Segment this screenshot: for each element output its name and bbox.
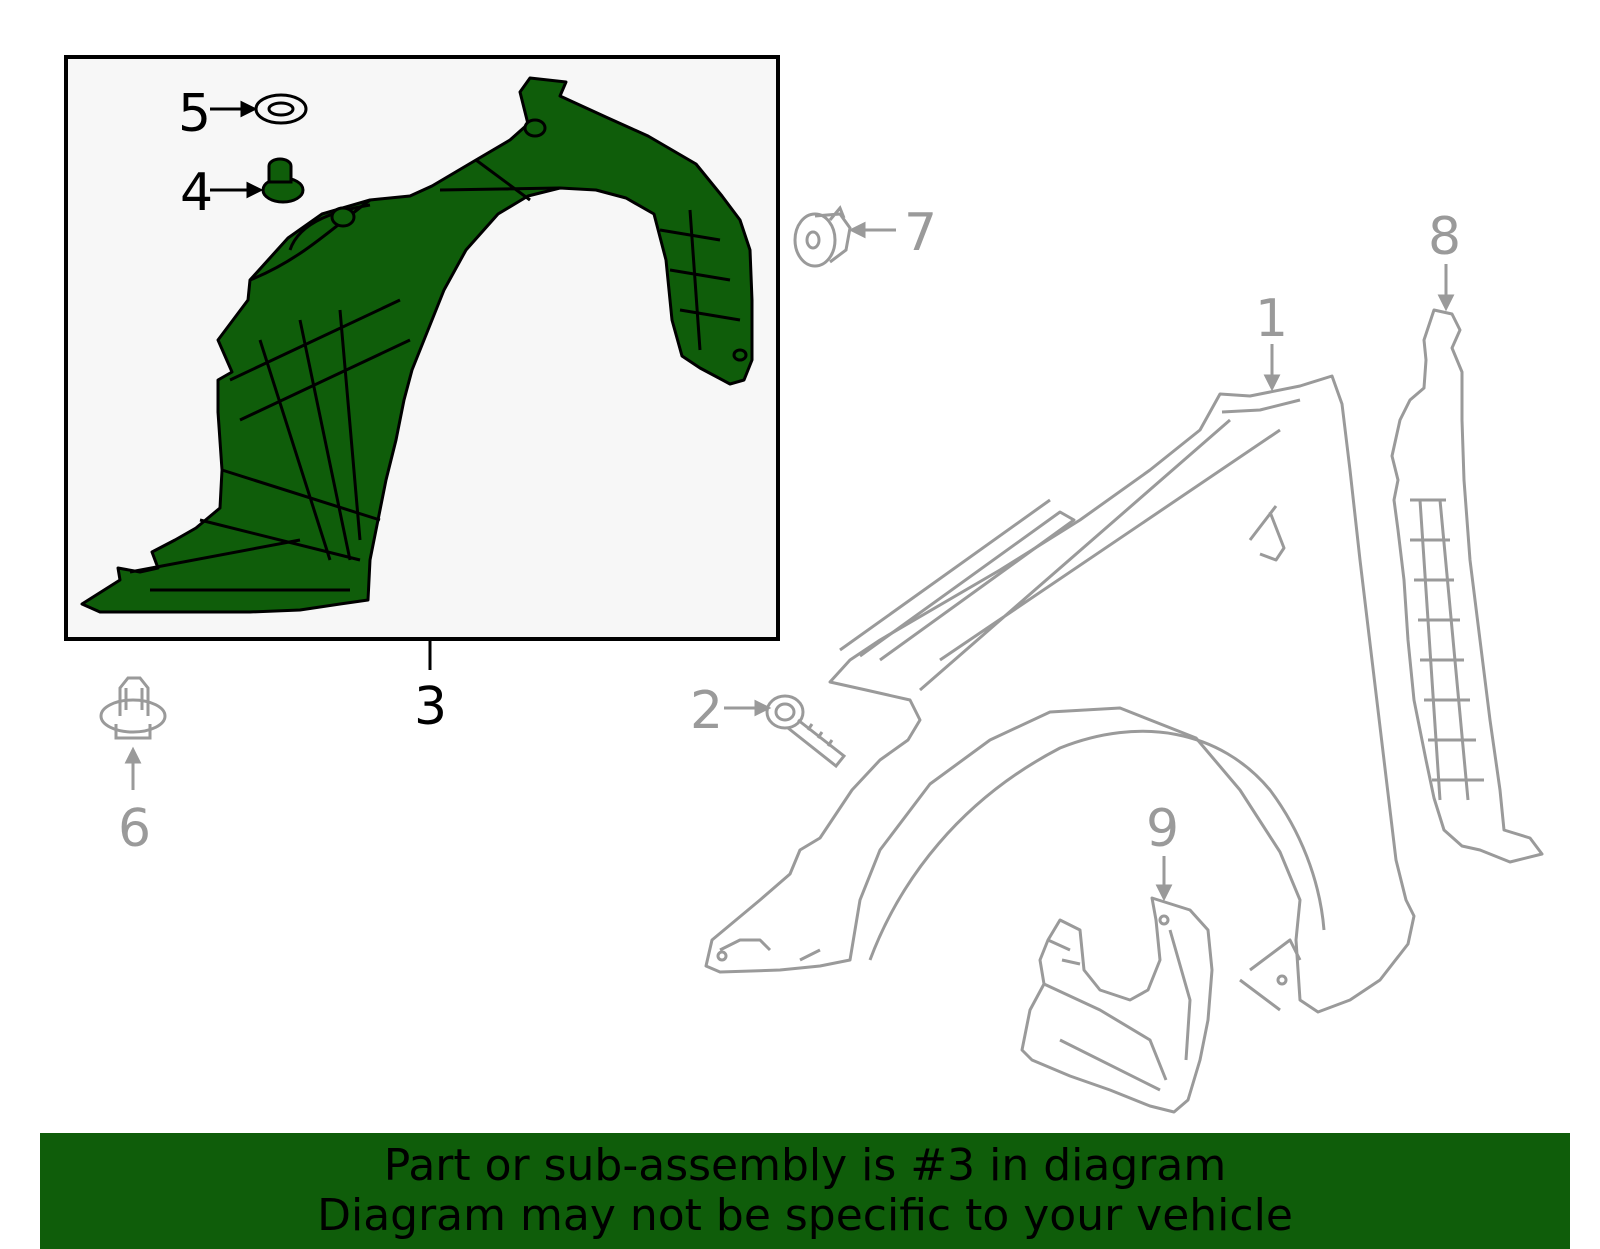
- callout-arrows-gray: [124, 221, 1455, 902]
- callout-8: 8: [1428, 207, 1461, 267]
- callout-6: 6: [118, 799, 151, 859]
- clip-part-6[interactable]: [99, 676, 167, 740]
- callout-2: 2: [690, 681, 723, 741]
- info-banner: Part or sub-assembly is #3 in diagram Di…: [40, 1133, 1570, 1249]
- callout-7: 7: [904, 203, 937, 263]
- callout-1: 1: [1255, 289, 1288, 349]
- mud-flap-part-9[interactable]: [1020, 896, 1214, 1114]
- callout-3: 3: [414, 677, 447, 737]
- callout-4: 4: [180, 163, 213, 223]
- fender-part-1[interactable]: [704, 374, 1416, 1014]
- grommet-part-4[interactable]: [261, 157, 305, 204]
- bolt-part-2[interactable]: [765, 694, 847, 769]
- push-pin-part-7[interactable]: [793, 205, 852, 268]
- callout-arrows-black: [210, 100, 432, 670]
- banner-line-1: Part or sub-assembly is #3 in diagram: [383, 1140, 1227, 1191]
- callout-9: 9: [1146, 799, 1179, 859]
- fender-liner-part-3[interactable]: [80, 76, 754, 614]
- banner-line-2: Diagram may not be specific to your vehi…: [317, 1190, 1293, 1241]
- callout-5: 5: [178, 84, 211, 144]
- seal-part-8[interactable]: [1390, 308, 1544, 864]
